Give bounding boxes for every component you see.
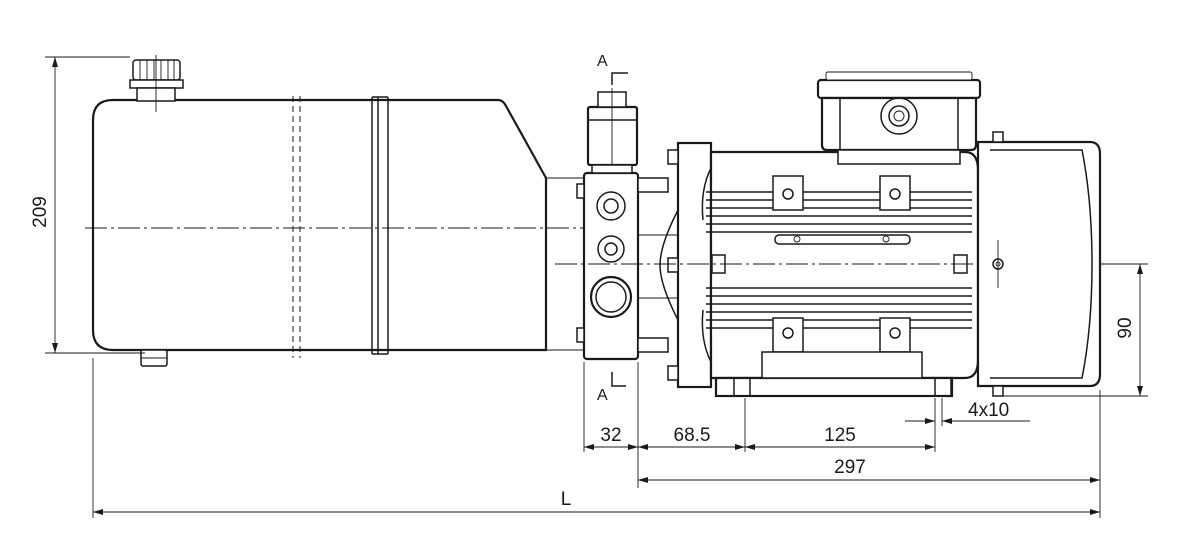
dimension-holes: 4x10 [905,400,1030,424]
svg-text:4x10: 4x10 [968,400,1009,421]
motor-foot [714,351,954,398]
svg-text:A: A [597,53,608,70]
dimension-height: 209 [30,56,145,354]
valve-block [576,171,669,361]
dimension-297: 297 [638,457,1100,483]
dimension-125: 125 [745,425,935,450]
svg-text:297: 297 [834,457,866,478]
svg-text:68.5: 68.5 [674,425,711,446]
svg-text:L: L [561,489,572,510]
dimension-32: 32 [584,425,638,450]
drain-plug [140,349,168,367]
solenoid-valve [586,88,639,174]
electric-motor [555,150,1145,380]
dimension-68-5: 68.5 [638,425,745,450]
section-mark-top: A [597,53,628,85]
terminal-box [816,71,982,165]
fan-cover [976,131,1102,397]
dimension-overall: L [93,489,1100,515]
filler-cap [129,55,184,112]
section-mark-bottom: A [597,372,626,404]
svg-text:32: 32 [600,425,621,446]
svg-text:125: 125 [824,425,856,446]
svg-text:90: 90 [1115,317,1136,338]
dimension-right-height: 90 [1000,263,1148,397]
extension-lines [92,358,1101,518]
svg-text:A: A [597,387,608,404]
oil-tank [91,96,584,358]
svg-text:209: 209 [30,196,51,228]
